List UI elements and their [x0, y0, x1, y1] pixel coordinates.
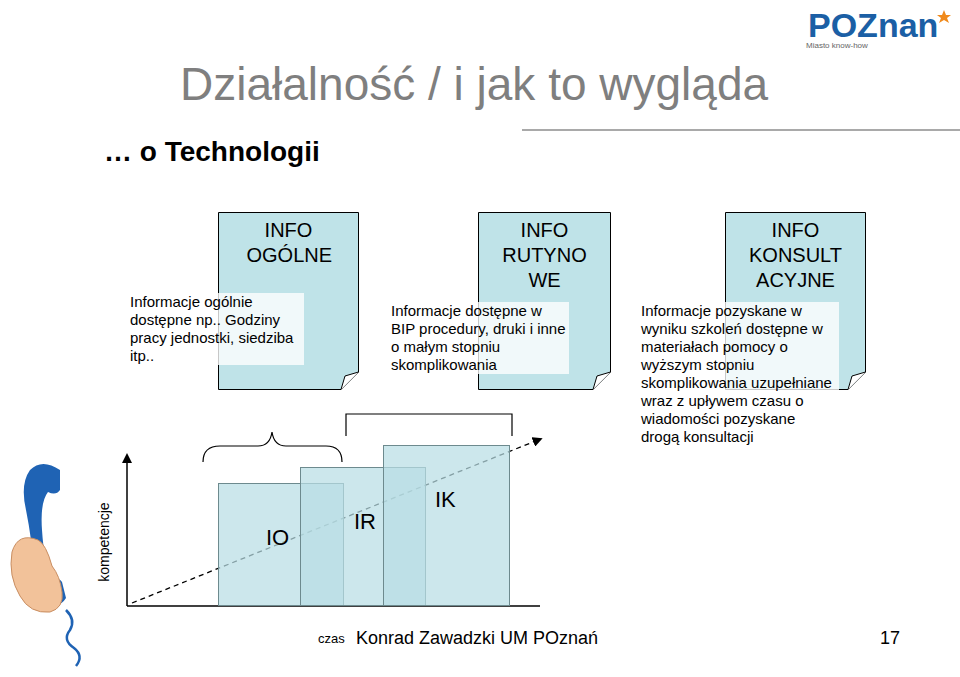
overlap-box: IK — [383, 445, 510, 606]
box-outline — [383, 445, 510, 606]
phone-icon — [11, 464, 80, 666]
curly-brace — [203, 432, 342, 462]
footer-author: Konrad Zawadzki UM POznań — [356, 628, 598, 649]
node-heading: INFO KONSULT ACYJNE — [748, 218, 844, 293]
page-number: 17 — [880, 628, 900, 649]
square-bracket — [346, 414, 512, 436]
axis-vertical — [126, 458, 128, 606]
document-shape: INFO OGÓLNEInformacje ogólnie dostępne n… — [218, 212, 359, 390]
subtitle: … o Technologii — [104, 136, 320, 168]
logo-tagline: Miasto know-how — [806, 41, 868, 50]
slide-title: Działalność / i jak to wygląda — [180, 58, 768, 111]
node-description: Informacje ogólnie dostępne np.. Godziny… — [128, 293, 304, 365]
document-shape: INFO RUTYNO WEInformacje dostępne w BIP … — [478, 212, 611, 390]
node-heading: INFO OGÓLNE — [247, 218, 331, 268]
node-heading: INFO RUTYNO WE — [500, 218, 590, 293]
box-label: IK — [435, 487, 456, 513]
logo-text: POZnan — [808, 6, 938, 45]
box-label: IR — [354, 509, 376, 535]
axis-label: czas — [318, 632, 345, 647]
axis-label: kompetencje — [96, 502, 112, 581]
node-description: Informacje dostępne w BIP procedury, dru… — [389, 302, 569, 374]
document-shape: INFO KONSULT ACYJNEInformacje pozyskane … — [725, 212, 866, 390]
box-label: IO — [266, 525, 289, 551]
title-rule — [522, 129, 960, 130]
node-description: Informacje pozyskane w wyniku szkoleń do… — [639, 302, 839, 446]
logo-star — [937, 10, 951, 23]
